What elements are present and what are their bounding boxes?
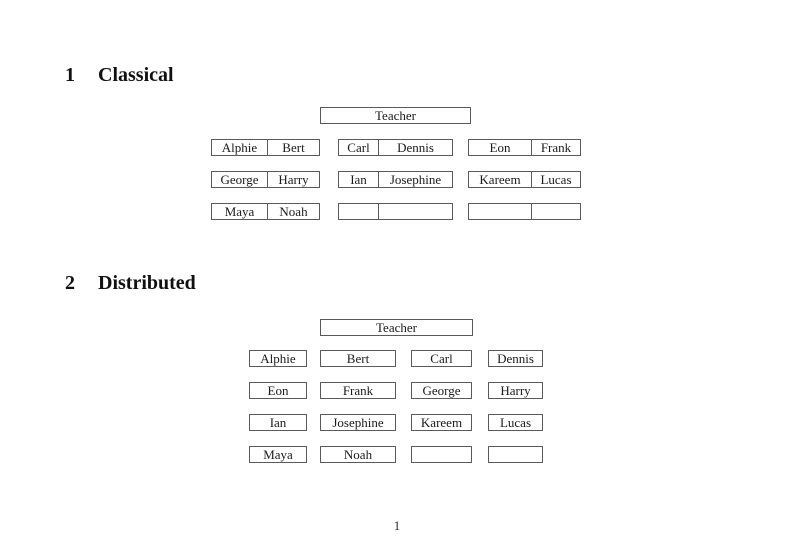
seat-cell-right: Frank <box>540 139 572 155</box>
desk-classical-r3c1: Maya Noah <box>211 203 320 220</box>
desk-classical-r3c3-empty <box>468 203 581 220</box>
section-heading-distributed: 2 Distributed <box>65 271 196 295</box>
desk-classical-r2c2: Ian Josephine <box>338 171 453 188</box>
desk-distributed-r3c1: Ian <box>249 414 307 431</box>
seat-cell-right: Harry <box>278 171 309 187</box>
seat-cell-left <box>339 204 379 219</box>
desk-classical-r1c3: Eon Frank <box>468 139 581 156</box>
desk-classical-r2c3: Kareem Lucas <box>468 171 581 188</box>
seat-cell-left: Ian <box>339 172 379 187</box>
desk-distributed-r1c2: Bert <box>320 350 396 367</box>
teacher-desk-distributed: Teacher <box>320 319 473 336</box>
page-number: 1 <box>393 518 401 533</box>
seat-cell-right <box>379 204 452 219</box>
desk-classical-r1c1: Alphie Bert <box>211 139 320 156</box>
desk-distributed-r4c3-empty <box>411 446 472 463</box>
seat-cell-left: Maya <box>212 204 268 219</box>
desk-distributed-r1c4: Dennis <box>488 350 543 367</box>
desk-classical-r2c1: George Harry <box>211 171 320 188</box>
seat-cell-left: George <box>212 172 268 187</box>
desk-distributed-r3c4: Lucas <box>488 414 543 431</box>
seat-cell-right: Josephine <box>389 171 442 187</box>
desk-distributed-r2c1: Eon <box>249 382 307 399</box>
seat-cell-left: Kareem <box>469 172 532 187</box>
section-number: 2 <box>65 272 75 294</box>
desk-distributed-r1c1: Alphie <box>249 350 307 367</box>
teacher-desk-classical: Teacher <box>320 107 471 124</box>
seat-cell-left: Carl <box>339 140 379 155</box>
seat-cell-right: Noah <box>279 203 308 219</box>
section-title: Classical <box>98 64 174 86</box>
desk-classical-r1c2: Carl Dennis <box>338 139 453 156</box>
desk-distributed-r4c2: Noah <box>320 446 396 463</box>
seat-cell-right: Dennis <box>397 139 434 155</box>
seat-cell-left: Eon <box>469 140 532 155</box>
desk-distributed-r3c3: Kareem <box>411 414 472 431</box>
desk-distributed-r2c4: Harry <box>488 382 543 399</box>
seat-cell-left <box>469 204 532 219</box>
seat-cell-right: Bert <box>282 139 305 155</box>
desk-distributed-r1c3: Carl <box>411 350 472 367</box>
desk-distributed-r4c1: Maya <box>249 446 307 463</box>
seat-cell-right <box>532 204 580 219</box>
desk-distributed-r2c2: Frank <box>320 382 396 399</box>
seat-cell-left: Alphie <box>212 140 268 155</box>
desk-distributed-r2c3: George <box>411 382 472 399</box>
section-heading-classical: 1 Classical <box>65 63 174 87</box>
seat-cell-right: Lucas <box>540 171 572 187</box>
section-title: Distributed <box>98 272 196 294</box>
section-number: 1 <box>65 64 75 86</box>
desk-classical-r3c2-empty <box>338 203 453 220</box>
desk-distributed-r3c2: Josephine <box>320 414 396 431</box>
desk-distributed-r4c4-empty <box>488 446 543 463</box>
